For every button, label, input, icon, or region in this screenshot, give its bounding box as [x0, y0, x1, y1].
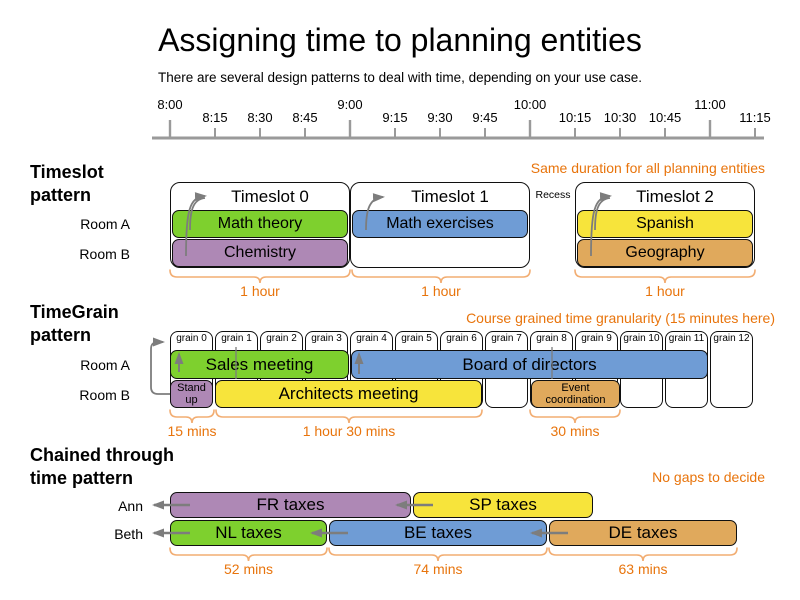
tick-label-11:15: 11:15: [739, 110, 771, 125]
grain-cell-12: grain 12: [710, 331, 753, 408]
duration-timeslot-1-brace: [351, 269, 531, 284]
task-de-taxes: DE taxes: [549, 520, 737, 546]
event-event-coordination: Event coordination: [531, 380, 620, 408]
duration-timeslot-2-label: 1 hour: [645, 283, 685, 299]
event-geography: Geography: [577, 239, 753, 267]
grain-cell-label: grain 7: [491, 333, 522, 344]
duration-nl-taxes-label: 52 mins: [223, 561, 274, 577]
row-label-beth: Beth: [114, 526, 143, 542]
duration-de-taxes-label: 63 mins: [618, 561, 668, 577]
timeslot-1-header: Timeslot 1: [411, 187, 489, 206]
duration-architects-meeting-label: 1 hour 30 mins: [302, 423, 396, 439]
task-nl-taxes: NL taxes: [170, 520, 327, 546]
tick-label-8:00: 8:00: [157, 97, 183, 112]
grain-cell-label: grain 8: [536, 333, 567, 344]
annotation-timeslot: Same duration for all planning entities: [530, 160, 765, 176]
tick-label-9:30: 9:30: [427, 110, 453, 125]
tick-label-10:00: 10:00: [513, 97, 547, 112]
duration-nl-taxes-brace: [169, 547, 328, 562]
duration-event-coordination-label: 30 mins: [550, 423, 600, 439]
event-chemistry: Chemistry: [172, 239, 348, 267]
task-sp-taxes: SP taxes: [413, 492, 593, 518]
duration-timeslot-0-label: 1 hour: [240, 283, 280, 299]
row-label-timegrain-room-a: Room A: [80, 357, 130, 373]
event-math-exercises: Math exercises: [352, 210, 528, 238]
tick-label-11:00: 11:00: [694, 97, 726, 112]
duration-timeslot-1-label: 1 hour: [421, 283, 461, 299]
tick-label-8:45: 8:45: [292, 110, 318, 125]
grain-cell-label: grain 9: [581, 333, 612, 344]
task-fr-taxes: FR taxes: [170, 492, 411, 518]
section-label-timeslot: Timeslot pattern: [30, 162, 104, 206]
grain-cell-label: grain 5: [401, 333, 432, 344]
event-architects-meeting: Architects meeting: [215, 380, 482, 408]
recess-label: Recess: [535, 189, 571, 201]
duration-timeslot-0-brace: [169, 269, 351, 284]
row-label-timeslot-room-b: Room B: [79, 246, 130, 262]
tick-label-10:30: 10:30: [603, 110, 637, 125]
duration-event-coordination-brace: [529, 409, 621, 424]
grain-cell-label: grain 4: [356, 333, 387, 344]
row-label-timegrain-room-b: Room B: [79, 387, 130, 403]
annotation-timegrain: Course grained time granularity (15 minu…: [466, 310, 775, 326]
task-be-taxes: BE taxes: [329, 520, 547, 546]
event-spanish: Spanish: [577, 210, 753, 238]
section-label-chained: Chained through time pattern: [30, 445, 174, 489]
tick-label-10:15: 10:15: [558, 110, 592, 125]
section-label-timegrain: TimeGrain pattern: [30, 302, 119, 346]
tick-label-9:00: 9:00: [337, 97, 363, 112]
duration-de-taxes-brace: [548, 547, 738, 562]
grain-cell-label: grain 1: [221, 333, 252, 344]
arrow-standup-loop-to-grain-0: [150, 337, 170, 395]
tick-label-9:15: 9:15: [382, 110, 408, 125]
grain-cell-label: grain 11: [668, 333, 705, 344]
grain-cell-label: grain 12: [713, 333, 750, 344]
page-title: Assigning time to planning entities: [158, 22, 642, 58]
event-stand-up: Stand up: [170, 380, 213, 408]
grain-cell-label: grain 10: [623, 333, 660, 344]
event-sales-meeting: Sales meeting: [170, 350, 349, 379]
row-label-ann: Ann: [118, 498, 143, 514]
tick-label-8:30: 8:30: [247, 110, 273, 125]
tick-label-8:15: 8:15: [202, 110, 228, 125]
row-label-timeslot-room-a: Room A: [80, 216, 130, 232]
duration-be-taxes-brace: [328, 547, 548, 562]
duration-architects-meeting-brace: [215, 409, 483, 424]
timeslot-0-header: Timeslot 0: [231, 187, 309, 206]
event-math-theory: Math theory: [172, 210, 348, 238]
duration-timeslot-2-brace: [574, 269, 756, 284]
tick-label-9:45: 9:45: [472, 110, 498, 125]
page-subtitle: There are several design patterns to dea…: [157, 70, 643, 85]
duration-stand-up-brace: [169, 409, 215, 424]
tick-label-10:45: 10:45: [648, 110, 682, 125]
event-board-of-directors: Board of directors: [351, 350, 708, 379]
timeslot-2-header: Timeslot 2: [636, 187, 714, 206]
duration-stand-up-label: 15 mins: [167, 423, 217, 439]
grain-cell-label: grain 3: [311, 333, 342, 344]
annotation-chained: No gaps to decide: [652, 469, 765, 485]
grain-cell-label: grain 6: [446, 333, 477, 344]
duration-be-taxes-label: 74 mins: [413, 561, 463, 577]
grain-cell-label: grain 2: [266, 333, 297, 344]
grain-cell-label: grain 0: [176, 333, 207, 344]
